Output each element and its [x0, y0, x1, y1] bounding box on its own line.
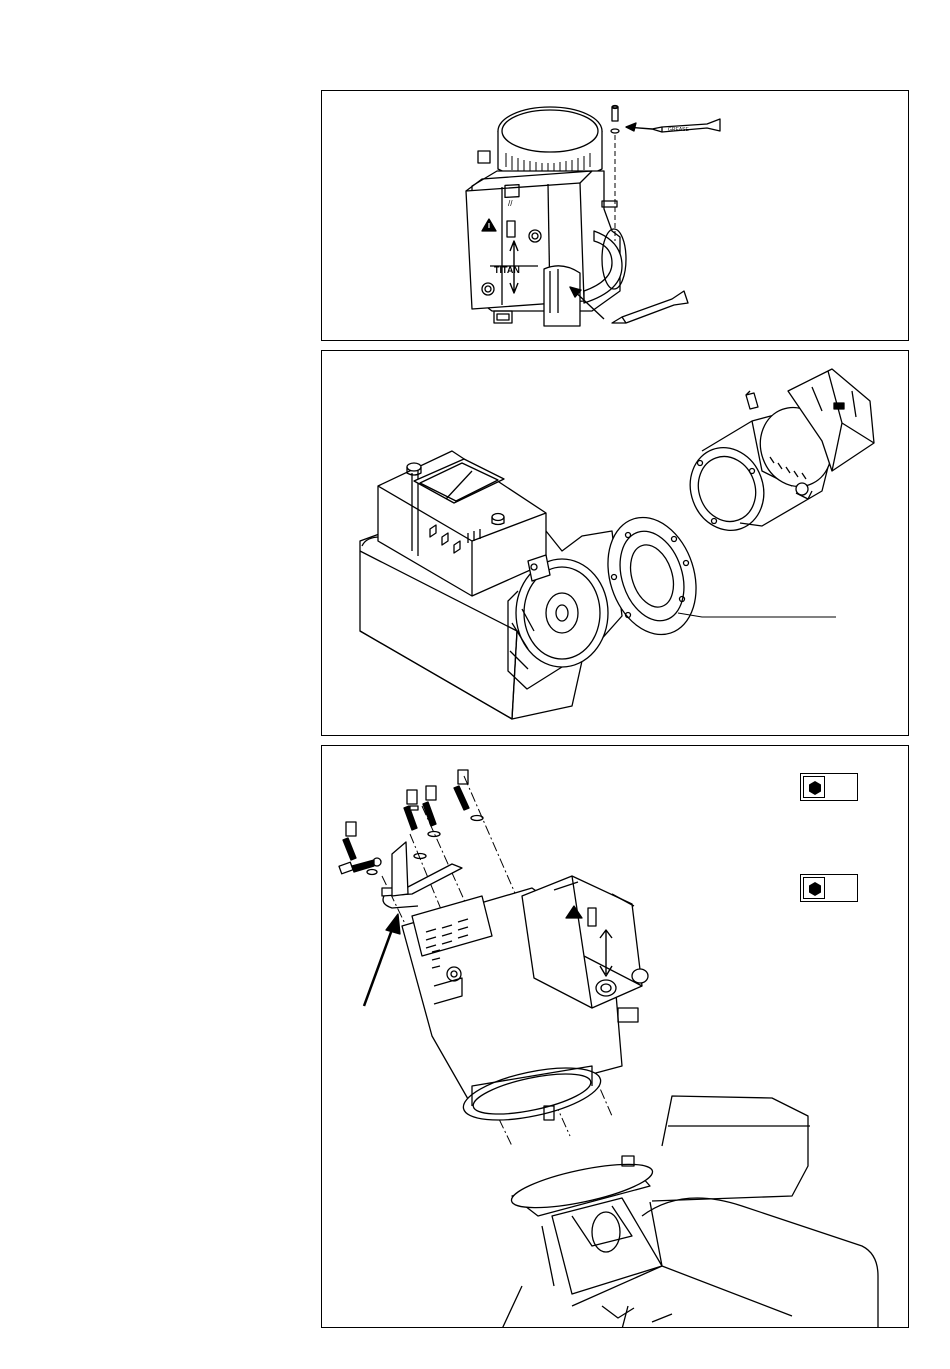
- motor-assembly: [679, 369, 874, 541]
- svg-text://: //: [508, 199, 513, 208]
- illustration-panel-gasket: [321, 350, 909, 736]
- motor-gasket-drawing: [322, 351, 909, 736]
- pump-body: [502, 1096, 878, 1328]
- illustration-panel-grease: // TITAN GREASE: [321, 90, 909, 341]
- logo-text: TITAN: [494, 265, 520, 275]
- illustration-panel-bolts: [321, 745, 909, 1328]
- motor-assembly: [402, 876, 648, 1130]
- motor-grease-drawing: // TITAN GREASE: [322, 91, 909, 341]
- bolts: [339, 770, 483, 875]
- grease-tube-label: GREASE: [668, 127, 690, 133]
- arrow-icon: [626, 123, 652, 131]
- motor-bolt-drawing: [322, 746, 909, 1328]
